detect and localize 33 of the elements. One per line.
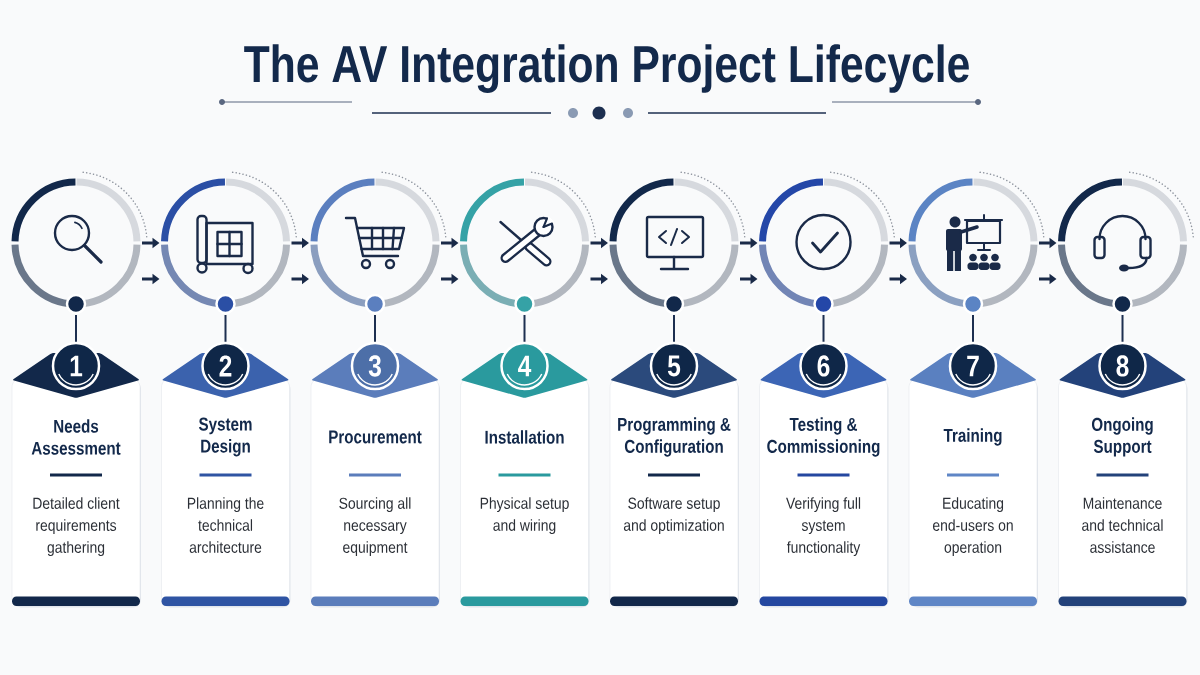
progress-ring: [908, 171, 1045, 315]
step-description: Physical setup and wiring: [480, 497, 569, 535]
step-heading: Ongoing Support: [1091, 417, 1153, 457]
progress-ring: [759, 171, 895, 315]
progress-ring: [1058, 171, 1194, 315]
step-description: Educating end-users on operation: [933, 497, 1013, 557]
progress-ring: [11, 171, 148, 315]
number-badge: 2: [201, 341, 250, 391]
step-description: Detailed client requirements gathering: [33, 497, 120, 557]
number-badge: 6: [799, 341, 848, 391]
number-badge: 8: [1098, 341, 1147, 391]
step-description: Software setup and optimization: [623, 497, 724, 535]
progress-ring: [460, 171, 596, 315]
number-badge: 1: [51, 341, 101, 391]
progress-ring: [310, 171, 447, 315]
number-badge: 7: [948, 341, 998, 391]
number-badge: 4: [500, 341, 549, 391]
step-description: Sourcing all necessary equipment: [339, 497, 411, 557]
step-description: Verifying full system functionality: [786, 497, 861, 557]
progress-ring: [609, 171, 746, 315]
step-heading: Needs Assessment: [31, 419, 121, 455]
step-heading: System Design: [198, 417, 252, 457]
step-heading: Procurement: [329, 430, 422, 444]
step-heading: Training: [943, 428, 1002, 446]
number-badge: 3: [350, 341, 400, 391]
progress-ring: [161, 171, 297, 315]
step-heading: Installation: [485, 430, 564, 444]
step-heading: Testing & Commissioning: [767, 417, 880, 457]
number-badge: 5: [649, 341, 699, 391]
step-description: Planning the technical architecture: [187, 497, 264, 553]
step-description: Maintenance and technical assistance: [1082, 497, 1163, 553]
step-heading: Programming & Configuration: [618, 417, 731, 457]
title: The AV Integration Project Lifecycle: [244, 44, 969, 93]
